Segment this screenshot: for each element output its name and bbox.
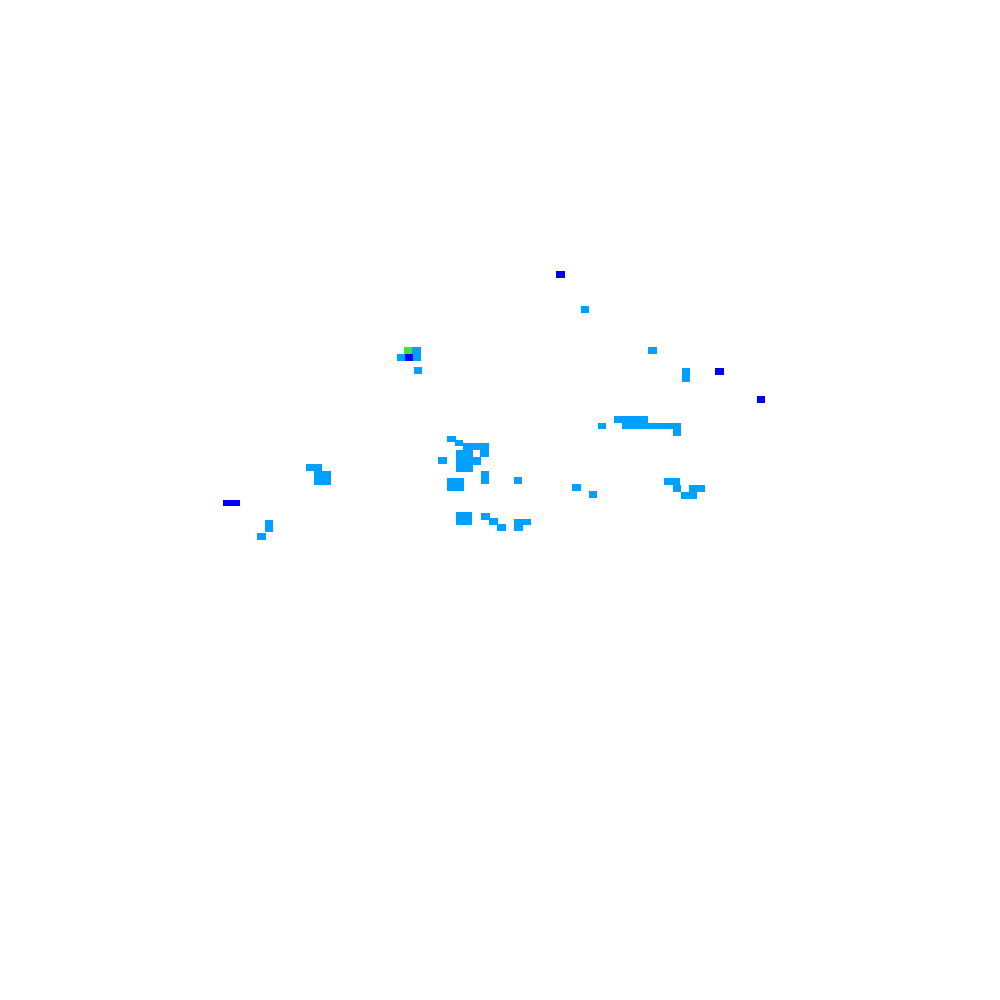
data-cell [673,485,681,492]
data-cell [397,354,405,361]
data-cell [682,368,690,382]
data-cell [314,478,331,485]
data-cell [681,492,697,499]
data-cell [664,478,680,485]
data-cell [447,485,464,491]
data-cell [481,471,489,478]
data-cell [689,485,705,492]
data-cell [481,513,490,520]
data-cell [589,491,597,498]
data-cell [481,478,489,484]
data-cell [404,347,412,354]
data-cell [306,464,322,471]
data-cell [581,306,589,313]
data-cell [447,436,456,442]
data-cell [598,423,606,429]
data-cell [572,484,581,491]
data-cell [456,512,472,525]
data-cell [757,396,765,403]
data-cell [514,525,523,531]
data-cell [456,457,481,465]
data-cell [514,477,522,484]
data-cell [497,524,506,531]
data-cell [648,347,657,354]
data-cell [257,533,266,540]
data-cell [414,367,422,374]
data-cell [480,450,489,457]
data-cell [463,443,489,450]
data-cell [447,478,464,485]
data-cell [405,354,413,361]
data-cell [556,271,565,278]
data-cell [438,457,447,464]
data-cell [413,354,421,361]
data-cell [314,471,331,478]
data-cell [456,450,473,457]
data-cell [265,520,273,532]
data-cell [455,440,463,446]
data-cell [223,500,240,506]
data-cell [614,416,648,423]
data-cell [622,423,681,429]
data-cell [412,347,421,355]
data-cell [673,429,681,436]
data-cell [456,465,473,472]
data-cell [715,368,724,375]
data-cell [514,519,531,525]
data-cells-layer [223,271,765,540]
data-cell [489,518,498,525]
